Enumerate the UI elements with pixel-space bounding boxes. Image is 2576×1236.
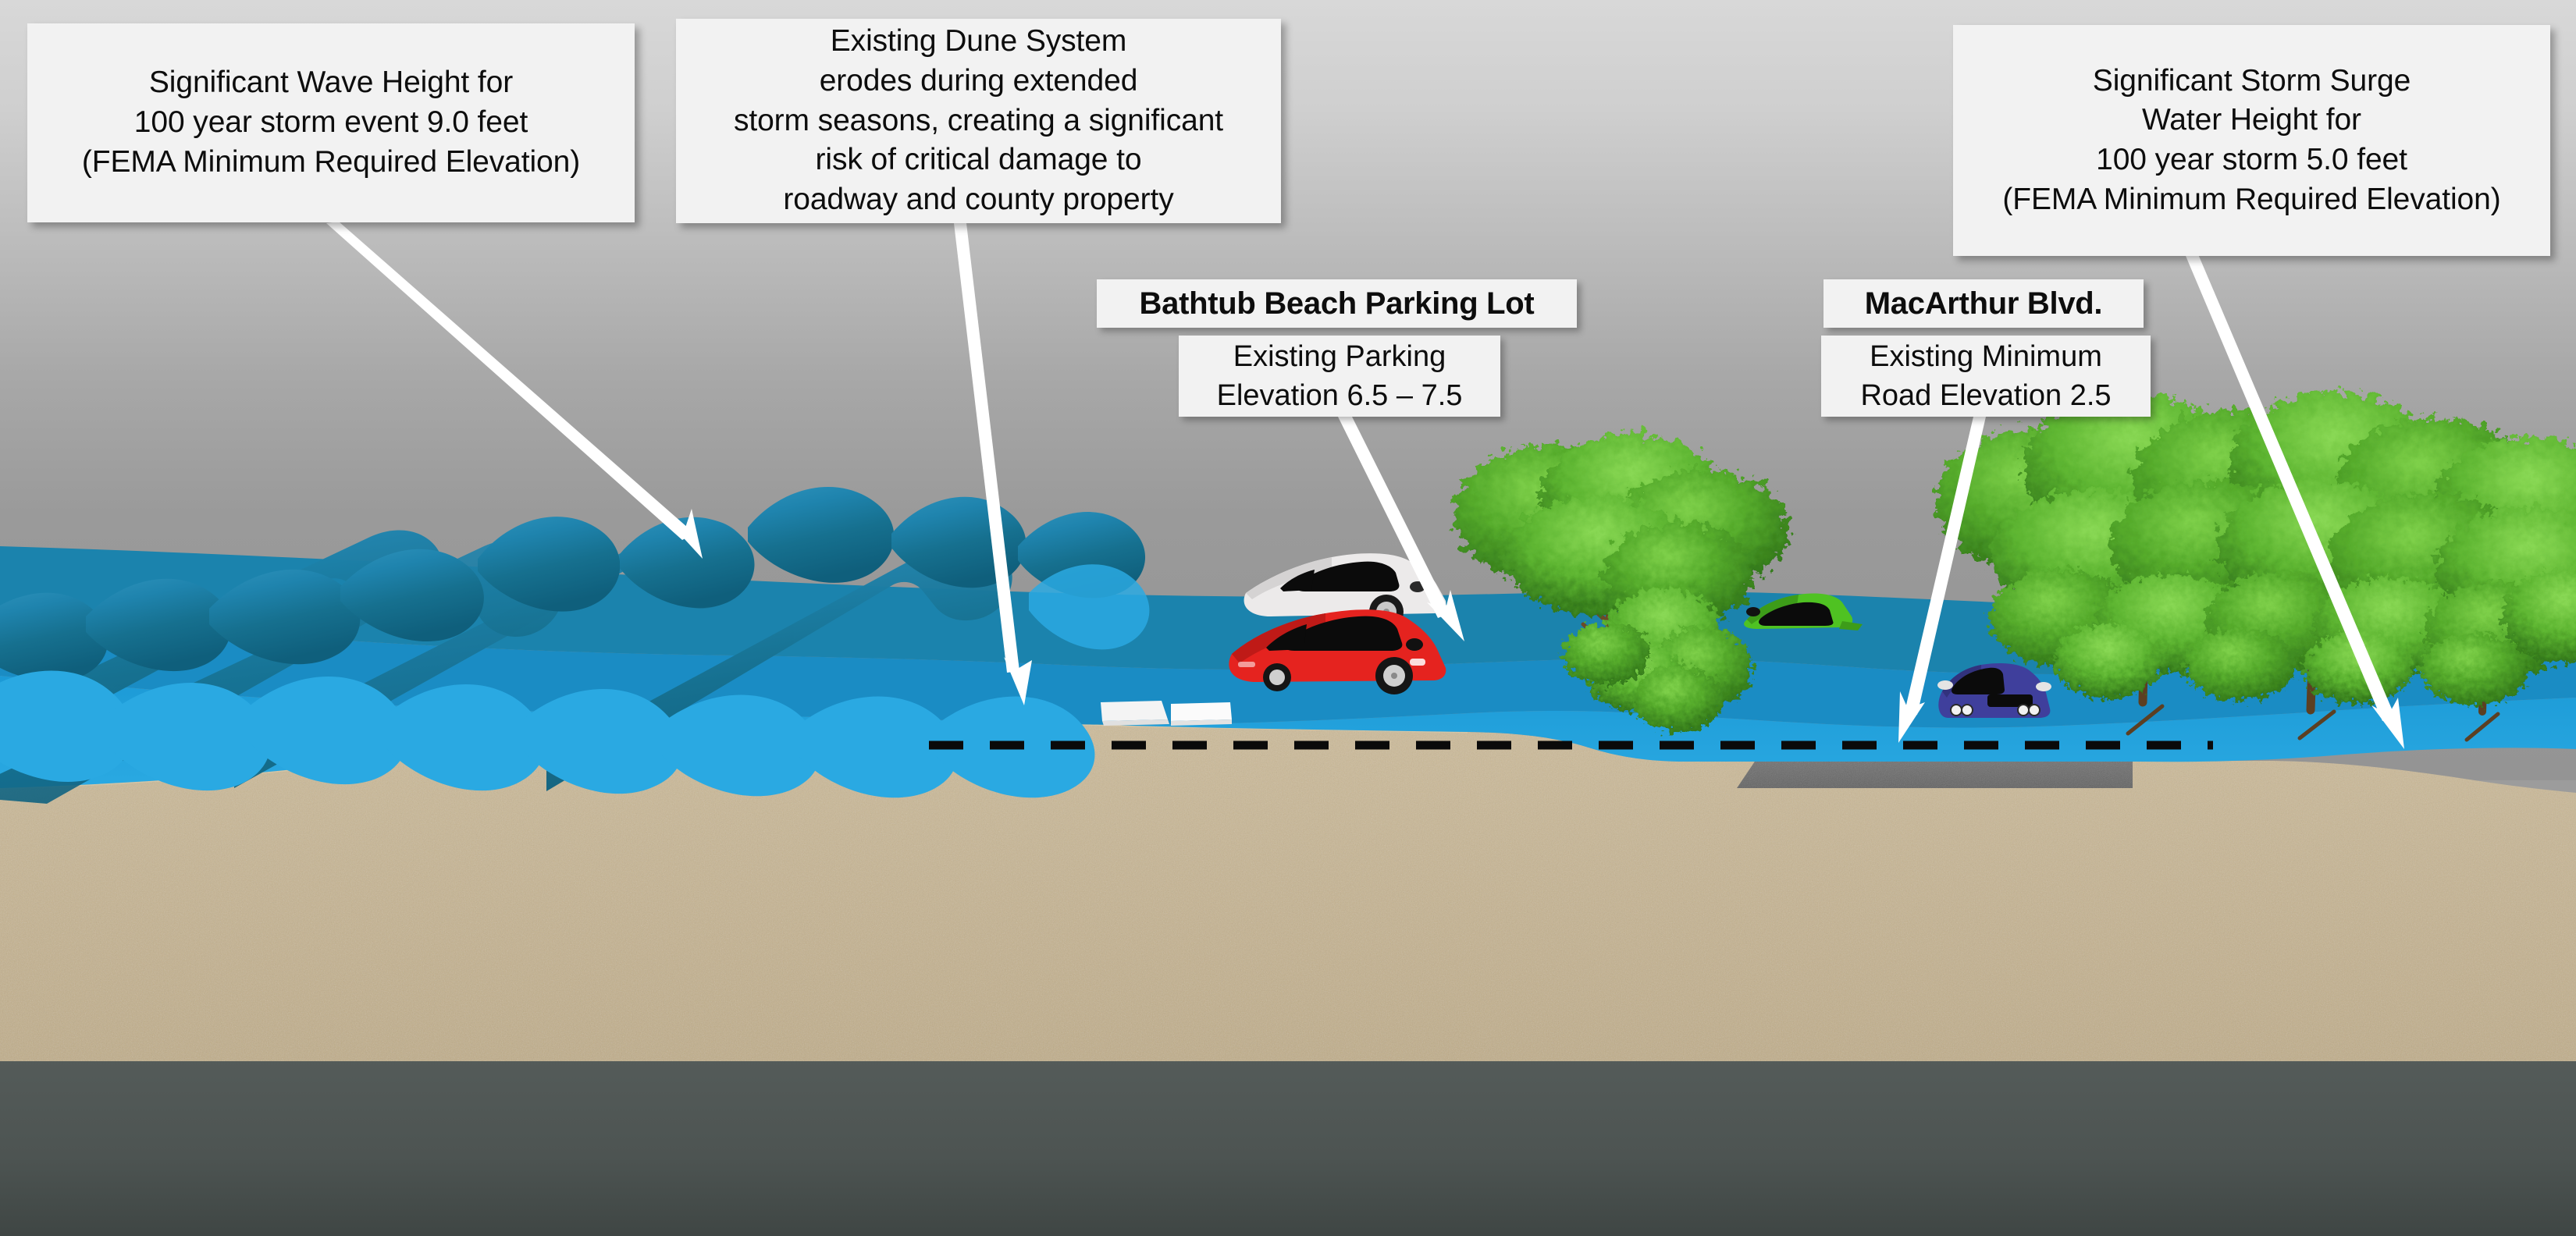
- arrow-storm-surge: [2186, 254, 2404, 749]
- leader-arrows: [326, 222, 2404, 749]
- callout-line: (FEMA Minimum Required Elevation): [81, 144, 581, 179]
- vehicle-blue-car: [1937, 663, 2051, 718]
- callout-line: Significant Storm Surge: [2092, 63, 2411, 98]
- arrow-dune-system: [954, 223, 1032, 705]
- subtag-line: Elevation 6.5 – 7.5: [1216, 379, 1463, 412]
- label-macarthur-blvd: MacArthur Blvd.: [1823, 279, 2144, 328]
- vehicle-red-car: [1229, 609, 1446, 694]
- mangrove-band-right: [1936, 392, 2576, 742]
- callout-line: Existing Dune System: [830, 24, 1127, 59]
- subtag-line: Road Elevation 2.5: [1860, 379, 2112, 412]
- subtag-line: Existing Parking: [1233, 339, 1446, 373]
- callout-wave-height: Significant Wave Height for 100 year sto…: [27, 23, 635, 222]
- arrow-macarthur-blvd: [1898, 417, 1986, 743]
- arrow-parking-lot: [1338, 414, 1464, 641]
- callout-dune-system: Existing Dune System erodes during exten…: [676, 19, 1281, 223]
- label-bathtub-beach-parking-lot: Bathtub Beach Parking Lot: [1097, 279, 1577, 328]
- callout-line: roadway and county property: [783, 183, 1174, 217]
- storm-wave-field: [0, 486, 1150, 804]
- substrate-base: [0, 1060, 2576, 1236]
- callout-line: 100 year storm 5.0 feet: [2096, 143, 2407, 176]
- callout-storm-surge: Significant Storm Surge Water Height for…: [1953, 25, 2550, 256]
- label-macarthur-blvd-elevation: Existing Minimum Road Elevation 2.5: [1821, 336, 2151, 417]
- beach-walkway-structure: [1101, 701, 1232, 726]
- vehicle-green-car: [1744, 593, 1863, 630]
- callout-line: 100 year storm event 9.0 feet: [133, 105, 528, 140]
- arrow-wave-height: [326, 222, 703, 559]
- mangrove-clump-left: [1453, 434, 1789, 732]
- callout-line: erodes during extended: [819, 63, 1138, 98]
- label-bathtub-beach-elevation: Existing Parking Elevation 6.5 – 7.5: [1179, 336, 1500, 417]
- callout-line: risk of critical damage to: [815, 143, 1142, 177]
- callout-line: Significant Wave Height for: [148, 66, 514, 100]
- callout-line: Water Height for: [2142, 103, 2361, 137]
- subtag-line: Existing Minimum: [1870, 339, 2102, 373]
- callout-line: storm seasons, creating a significant: [733, 103, 1224, 137]
- callout-line: (FEMA Minimum Required Elevation): [2002, 182, 2501, 216]
